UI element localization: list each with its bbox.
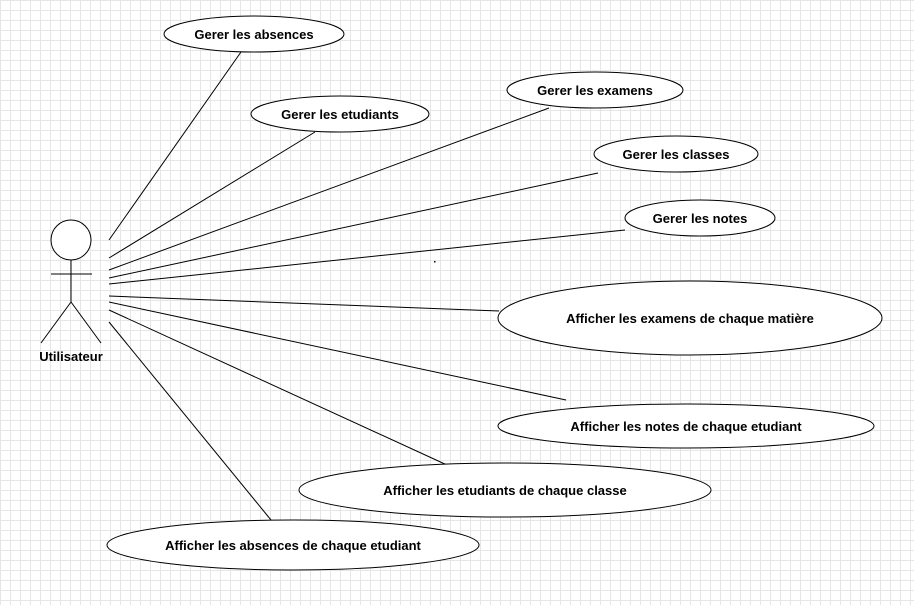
use-case-ellipse — [163, 15, 345, 53]
association-afficher-etudiants-classe — [108, 309, 448, 466]
association-gerer-etudiants — [108, 131, 316, 259]
association-afficher-notes-etudiant — [108, 301, 567, 401]
use-case-ellipse — [298, 462, 712, 518]
association-gerer-absences — [108, 51, 242, 241]
use-case-gerer-etudiants[interactable]: Gerer les etudiants — [250, 95, 430, 133]
association-afficher-absences-etudiant — [108, 321, 272, 521]
use-case-ellipse — [624, 199, 776, 237]
associations — [108, 51, 626, 521]
use-case-label: Afficher les notes de chaque etudiant — [570, 419, 802, 434]
use-case-label: Afficher les absences de chaque etudiant — [165, 538, 421, 553]
use-case-gerer-absences[interactable]: Gerer les absences — [163, 15, 345, 53]
actor-right-leg — [70, 301, 102, 344]
use-case-afficher-absences-etudiant[interactable]: Afficher les absences de chaque etudiant — [106, 519, 480, 571]
actor-head — [50, 219, 92, 261]
use-case-ellipse — [593, 135, 759, 173]
use-case-ellipse — [497, 280, 883, 356]
use-case-ellipse — [497, 403, 875, 449]
use-case-label: Gerer les notes — [653, 211, 748, 226]
use-case-label: Gerer les classes — [623, 147, 730, 162]
use-case-label: Gerer les examens — [537, 83, 653, 98]
association-gerer-classes — [108, 172, 599, 279]
association-afficher-examens-matiere — [108, 295, 500, 312]
actor-left-leg — [40, 301, 72, 344]
use-case-afficher-etudiants-classe[interactable]: Afficher les etudiants de chaque classe — [298, 462, 712, 518]
use-case-label: Afficher les etudiants de chaque classe — [383, 483, 626, 498]
use-case-label: Gerer les absences — [194, 27, 313, 42]
use-case-ellipse — [250, 95, 430, 133]
canvas-dot — [434, 261, 436, 263]
use-case-label: Afficher les examens de chaque matière — [566, 311, 814, 326]
association-gerer-notes — [108, 229, 626, 285]
actor-name: Utilisateur — [39, 349, 103, 364]
use-case-afficher-notes-etudiant[interactable]: Afficher les notes de chaque etudiant — [497, 403, 875, 449]
actor-utilisateur[interactable] — [40, 219, 102, 344]
use-case-gerer-examens[interactable]: Gerer les examens — [506, 71, 684, 109]
use-case-ellipse — [506, 71, 684, 109]
association-gerer-examens — [108, 107, 550, 271]
use-case-afficher-examens-matiere[interactable]: Afficher les examens de chaque matière — [497, 280, 883, 356]
use-case-gerer-classes[interactable]: Gerer les classes — [593, 135, 759, 173]
use-case-gerer-notes[interactable]: Gerer les notes — [624, 199, 776, 237]
use-case-label: Gerer les etudiants — [281, 107, 399, 122]
use-case-ellipse — [106, 519, 480, 571]
